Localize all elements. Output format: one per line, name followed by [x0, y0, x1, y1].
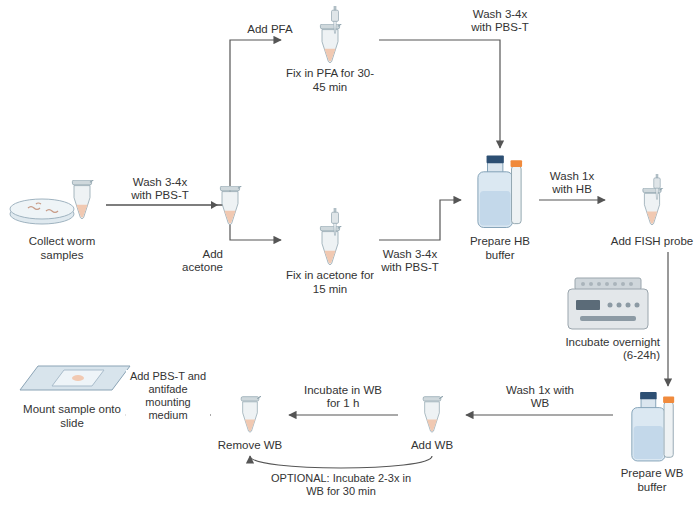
cover-slip: [52, 370, 104, 386]
flow-arrow: [466, 414, 613, 415]
thermomixer: [568, 289, 648, 329]
flow-arrow: [539, 199, 605, 200]
icon-space: [285, 14, 375, 66]
edge-label: Wash 3-4x with PBS-T: [464, 8, 536, 34]
flow-arrow: [250, 456, 432, 468]
step-node: Prepare WB buffer: [613, 386, 691, 498]
buffer-bottle: [632, 392, 674, 461]
step-node: Remove WB: [211, 392, 289, 456]
edge-label: Wash 1x with WB: [505, 384, 575, 410]
step-label: Fix in PFA for 30-45 min: [285, 66, 375, 94]
edge-label: Wash 3-4x with PBS-T: [374, 248, 446, 274]
edge-label: Incubate in WB for 1 h: [297, 384, 389, 410]
tube-icon: [643, 187, 664, 225]
step-node: Collect worm samples: [18, 172, 106, 266]
tube-icon: [423, 396, 443, 432]
step-label: Fix in acetone for 15 min: [285, 268, 375, 296]
pipette-icon: [654, 174, 661, 199]
icon-space: [215, 396, 285, 438]
worms: [28, 203, 58, 213]
step-label: Collect worm samples: [22, 234, 102, 262]
step-note: Wash 3-4x with PBS-T: [125, 176, 195, 202]
tube-icon: [241, 396, 261, 432]
edge-label: Wash 1x with HB: [541, 170, 603, 196]
tube-icon: [72, 179, 94, 219]
step-node: Fix in acetone for 15 min: [281, 212, 379, 300]
edge-label: OPTIONAL: Incubate 2-3x in WB for 30 min: [261, 472, 421, 498]
buffer-bottle: [478, 155, 522, 227]
icon-space: [617, 390, 687, 466]
icon-space: [609, 179, 695, 234]
flow-arrow: [667, 252, 668, 386]
step-node: Fix in PFA for 30-45 min: [281, 10, 379, 98]
edge-label: Add PBS-T and antifade mounting medium: [126, 370, 210, 422]
tube-icon: [320, 23, 342, 63]
step-label: Add WB: [402, 438, 462, 452]
icon-space: [402, 396, 462, 438]
pipette-icon: [332, 208, 339, 235]
pipette-icon: [332, 6, 339, 33]
step-node: Prepare HB buffer: [461, 148, 539, 266]
flow-arrow: [379, 40, 500, 148]
thermomixer-buttons: [580, 303, 640, 322]
tube-icon: [320, 225, 342, 265]
sample: [72, 375, 84, 381]
edge-label: Add acetone: [171, 248, 223, 274]
step-label: Mount sample onto slide: [22, 402, 122, 430]
step-label: Prepare WB buffer: [617, 466, 687, 494]
step-label: Add FISH probe: [609, 234, 695, 248]
thermomixer-display: [576, 300, 600, 310]
flow-arrow: [106, 40, 281, 205]
glass-slide: [20, 366, 130, 390]
step-label: Prepare HB buffer: [465, 234, 535, 262]
step-node: Add FISH probe: [605, 175, 699, 252]
tube-icon: [220, 185, 242, 225]
arrow-head: [211, 201, 218, 209]
icon-space: [22, 176, 102, 234]
flow-arrow: [379, 200, 461, 240]
heat-block: [575, 278, 641, 290]
step-label: Remove WB: [215, 438, 285, 452]
icon-space: [285, 216, 375, 268]
step-node: Mount sample onto slide: [18, 358, 126, 434]
edge-label: Add PFA: [245, 23, 295, 36]
petri-dish-lid: [10, 199, 74, 219]
block-wells: [581, 282, 633, 286]
icon-space: [22, 362, 122, 402]
edge-label: Incubate overnight (6-24h): [560, 336, 660, 362]
icon-space: [465, 152, 535, 234]
flow-arrow: [106, 205, 281, 240]
step-node: Add WB: [398, 392, 466, 456]
flow-arrow: [289, 414, 398, 415]
